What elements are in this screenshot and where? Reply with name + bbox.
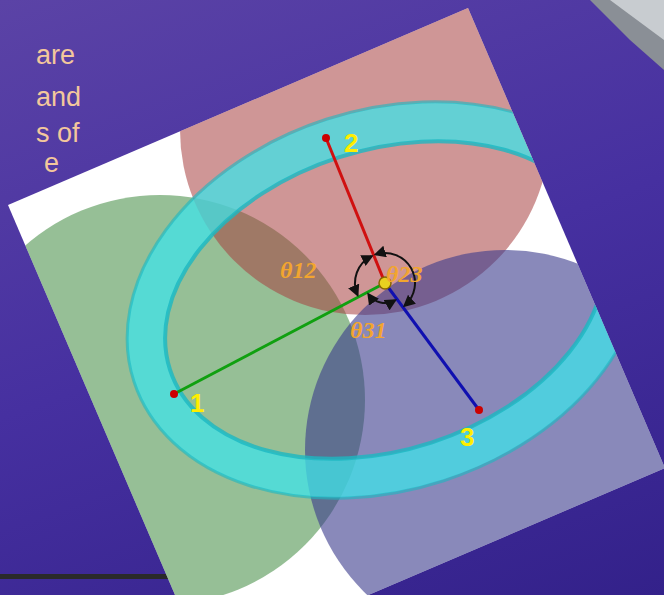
- radius-line: [326, 138, 385, 283]
- point-number: 2: [344, 130, 358, 156]
- point-dot: [170, 390, 178, 398]
- radius-line: [385, 283, 479, 410]
- photo-corner: [590, 0, 664, 70]
- slide-text: and: [36, 84, 81, 111]
- angle-label: θ31: [350, 318, 386, 342]
- point-number: 3: [460, 424, 474, 450]
- slide-text: s of: [36, 120, 80, 147]
- point-dot: [322, 134, 330, 142]
- band-edge: [75, 38, 664, 563]
- point-number: 1: [190, 390, 204, 416]
- slide-text: are: [36, 42, 75, 69]
- band: [99, 63, 664, 538]
- point-dot: [475, 406, 483, 414]
- angle-label: θ23: [386, 262, 422, 286]
- angle-arc: [355, 256, 372, 295]
- angle-label: θ12: [280, 258, 316, 282]
- angle-arc: [369, 294, 395, 303]
- band-edge: [124, 88, 647, 513]
- slide-text: e: [44, 150, 59, 177]
- photo-corner: [610, 0, 664, 40]
